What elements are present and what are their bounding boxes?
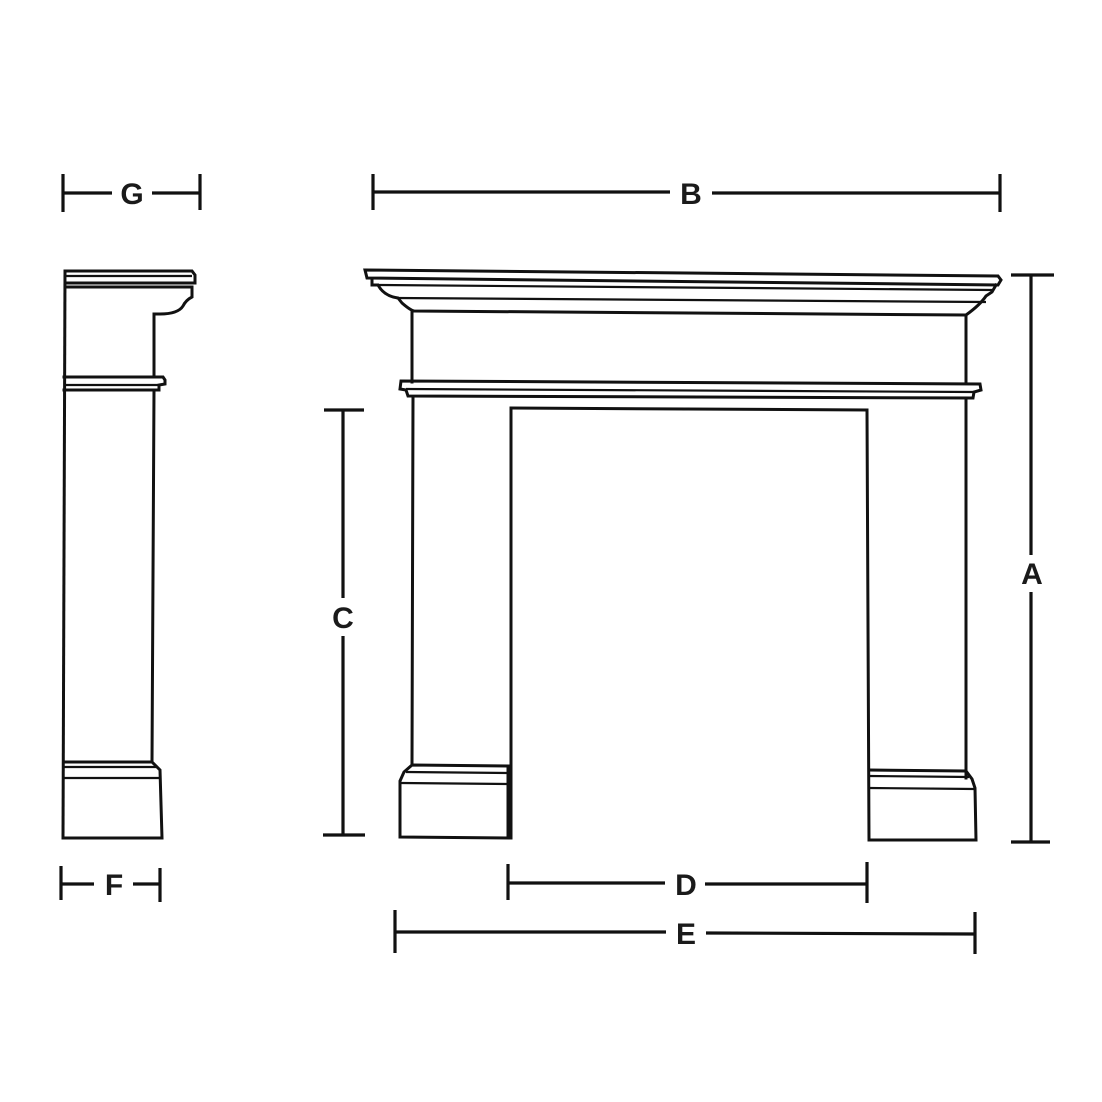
label-b: B	[680, 178, 702, 211]
dimension-c: C	[323, 408, 365, 837]
label-f: F	[105, 869, 123, 902]
dimension-a: A	[1011, 273, 1054, 844]
label-c: C	[332, 602, 354, 635]
dimension-f: F	[59, 866, 162, 902]
dimension-e: E	[393, 910, 977, 954]
label-d: D	[675, 869, 697, 902]
front-view	[363, 268, 1003, 842]
label-a: A	[1021, 558, 1043, 591]
label-e: E	[676, 918, 696, 951]
label-g: G	[120, 178, 143, 211]
dimension-d: D	[506, 862, 869, 903]
dimension-b: B	[371, 174, 1002, 212]
dimension-g: G	[61, 174, 202, 212]
side-view	[61, 269, 197, 840]
